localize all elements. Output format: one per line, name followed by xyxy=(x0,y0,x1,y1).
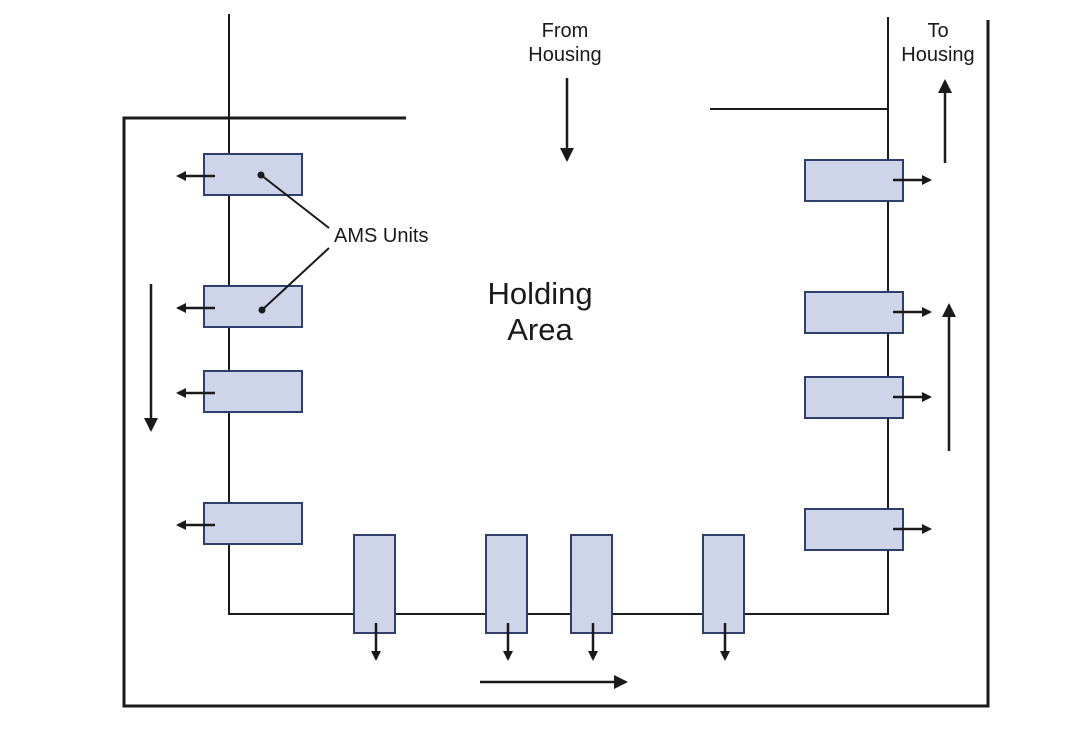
left-unit-4 xyxy=(203,502,303,545)
callout-dot-1 xyxy=(257,171,265,179)
right-unit-4 xyxy=(804,508,904,551)
callout-line-1 xyxy=(260,174,330,229)
holding-area-label-line1: Holding xyxy=(487,276,592,311)
left-unit-3 xyxy=(203,370,303,413)
left-units xyxy=(176,153,303,545)
right-unit-2 xyxy=(804,291,904,334)
left-unit-1 xyxy=(203,153,303,196)
callout-line-2 xyxy=(261,247,330,311)
bottom-unit-4 xyxy=(702,534,745,634)
ams-units-label: AMS Units xyxy=(334,225,428,247)
to-housing-label-line2: Housing xyxy=(901,44,974,66)
bottom-units xyxy=(353,534,745,661)
right-unit-3 xyxy=(804,376,904,419)
from-housing-label-line1: From xyxy=(542,20,589,42)
callout-dot-2 xyxy=(258,306,266,314)
ams-units-callout: AMS Units xyxy=(257,171,428,314)
right-unit-1 xyxy=(804,159,904,202)
bottom-unit-2 xyxy=(485,534,528,634)
bottom-unit-1 xyxy=(353,534,396,634)
from-housing-label-line2: Housing xyxy=(528,44,601,66)
bottom-unit-3 xyxy=(570,534,613,634)
holding-area-label-line2: Area xyxy=(507,312,573,347)
to-housing-label-line1: To xyxy=(927,20,948,42)
left-unit-2 xyxy=(203,285,303,328)
right-units xyxy=(804,159,932,551)
outer-wall-left-bottom-right xyxy=(122,20,990,708)
